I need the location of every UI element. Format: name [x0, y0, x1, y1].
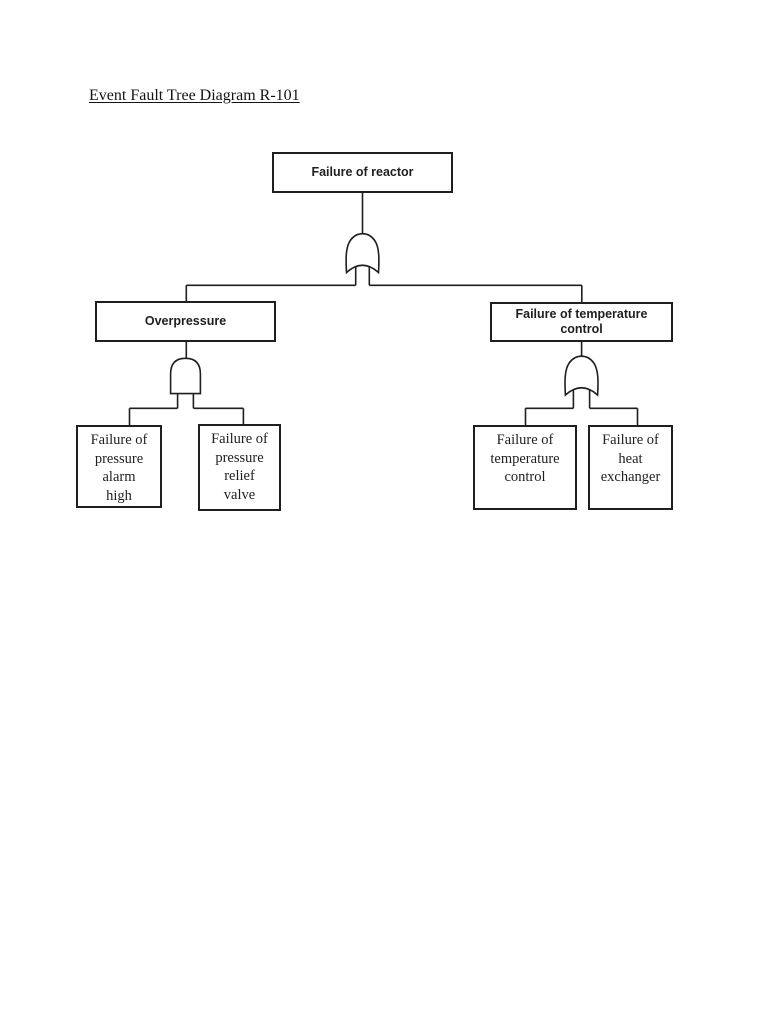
node-label-line: high [106, 487, 132, 504]
and-gate-icon [169, 357, 202, 395]
node-label-line: exchanger [600, 469, 661, 485]
node-failure-of-pressure-alarm-high: Failure of pressure alarm high [76, 425, 162, 508]
node-label-line: alarm [102, 469, 136, 485]
node-failure-of-heat-exchanger: Failure of heat exchanger [588, 425, 673, 510]
node-label-line: valve [223, 486, 256, 503]
node-label-line: Failure of [90, 432, 148, 448]
node-label-line: Failure of temperature [515, 306, 648, 321]
node-failure-of-reactor: Failure of reactor [272, 152, 453, 193]
node-label-line: pressure [215, 449, 264, 466]
node-label-line: control [504, 469, 546, 485]
branch-to-gate-lines [185, 341, 583, 359]
node-label-line: heat [618, 450, 643, 467]
node-label-line: Failure of [602, 432, 659, 448]
right-leaf-drop-lines [524, 408, 639, 426]
node-label: Overpressure [144, 313, 227, 328]
left-leaf-drop-lines [128, 408, 245, 426]
node-label: Failure of reactor [311, 164, 414, 179]
node-failure-of-temperature-control: Failure of temperature control [490, 302, 673, 342]
diagram-title: Event Fault Tree Diagram R-101 [89, 87, 300, 104]
node-label-line: Failure of [496, 432, 554, 448]
node-failure-of-temperature-control-basic: Failure of temperature control [473, 425, 577, 510]
node-label-line: temperature [490, 450, 560, 467]
branch-drop-lines [185, 285, 583, 303]
node-label-line: Failure of [211, 431, 268, 447]
node-label-line: relief [224, 468, 255, 484]
node-failure-of-pressure-relief-valve: Failure of pressure relief valve [198, 424, 281, 511]
node-label-line: pressure [94, 450, 144, 467]
node-overpressure: Overpressure [95, 301, 276, 342]
connector-lines [128, 193, 639, 426]
node-label-line: control [560, 322, 603, 336]
and-gate-stem-lines [176, 393, 195, 409]
or-gate-right-icon [564, 355, 599, 397]
or-gate-icon [345, 232, 380, 275]
